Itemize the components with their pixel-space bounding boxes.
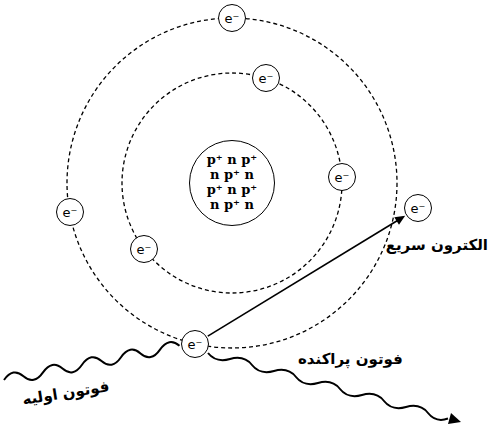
electron-label: e⁻ xyxy=(335,171,350,184)
electron: e⁻ xyxy=(56,198,84,226)
electron-label: e⁻ xyxy=(63,206,78,219)
connector-line xyxy=(208,220,398,336)
outer-orbit xyxy=(67,18,397,348)
inner-orbit xyxy=(122,73,342,293)
callout-label: فوتون اولیه xyxy=(21,377,110,408)
electron: e⁻ xyxy=(252,64,280,92)
electron-label: e⁻ xyxy=(225,12,240,25)
arrowhead xyxy=(394,216,405,225)
electron: e⁻ xyxy=(218,4,246,32)
electron: e⁻ xyxy=(404,194,432,222)
callout-label: فوتون پراکنده xyxy=(298,350,403,368)
callout-label: الکترون سریع xyxy=(386,236,488,254)
electron-label: e⁻ xyxy=(137,243,152,256)
electron-label: e⁻ xyxy=(188,338,203,351)
electron-label: e⁻ xyxy=(411,202,426,215)
electron: e⁻ xyxy=(181,330,209,358)
electron: e⁻ xyxy=(130,235,158,263)
electron-path-arrow xyxy=(208,216,405,336)
primary-photon-wave xyxy=(4,342,180,380)
electron-label: e⁻ xyxy=(259,72,274,85)
electron: e⁻ xyxy=(328,163,356,191)
scattered-photon-arrowhead xyxy=(448,413,461,424)
nucleus-text: p⁺ n p⁺ n p⁺ n p⁺ n p⁺ n p⁺ n xyxy=(206,153,258,213)
nucleus: p⁺ n p⁺ n p⁺ n p⁺ n p⁺ n p⁺ n xyxy=(189,140,275,226)
